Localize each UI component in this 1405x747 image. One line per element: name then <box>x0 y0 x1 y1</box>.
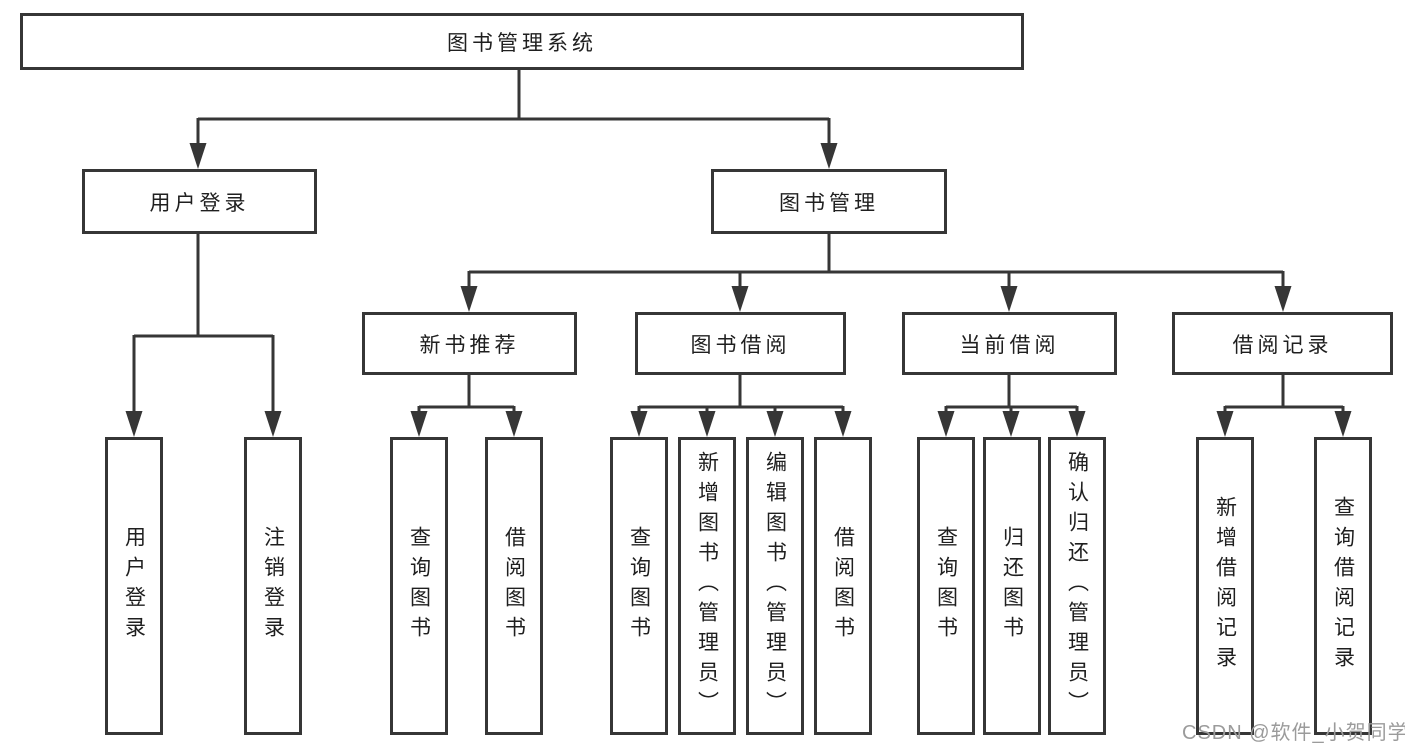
leaf-add-book-admin: 新增图书（管理员） <box>678 437 736 735</box>
csdn-watermark: CSDN @软件_小贺同学 <box>1182 722 1405 744</box>
leaf-user-login: 用户登录 <box>105 437 163 735</box>
leaf-query-borrow-record: 查询借阅记录 <box>1314 437 1372 735</box>
leaf-logout: 注销登录 <box>244 437 302 735</box>
leaf-label: 借阅图书 <box>502 526 526 646</box>
leaf-label: 归还图书 <box>1000 526 1024 646</box>
leaf-label: 新增图书（管理员） <box>695 451 719 721</box>
node-label: 借阅记录 <box>1232 333 1333 357</box>
node-user-login: 用户登录 <box>82 169 317 234</box>
leaf-edit-book-admin: 编辑图书（管理员） <box>746 437 804 735</box>
node-root-library-system: 图书管理系统 <box>20 13 1024 70</box>
leaf-add-borrow-record: 新增借阅记录 <box>1196 437 1254 735</box>
node-new-book-recommend: 新书推荐 <box>362 312 577 375</box>
node-book-borrow: 图书借阅 <box>635 312 846 375</box>
leaf-label: 查询借阅记录 <box>1331 496 1355 676</box>
leaf-borrow-books-borrow: 借阅图书 <box>814 437 872 735</box>
leaf-label: 查询图书 <box>934 526 958 646</box>
node-label: 图书借阅 <box>690 333 791 357</box>
node-label: 图书管理系统 <box>447 31 597 55</box>
leaf-label: 注销登录 <box>261 526 285 646</box>
leaf-label: 查询图书 <box>627 526 651 646</box>
leaf-borrow-books-recommend: 借阅图书 <box>485 437 543 735</box>
node-current-borrow: 当前借阅 <box>902 312 1117 375</box>
leaf-query-books-current: 查询图书 <box>917 437 975 735</box>
node-label: 图书管理 <box>779 191 879 215</box>
node-book-management: 图书管理 <box>711 169 947 234</box>
leaf-label: 借阅图书 <box>831 526 855 646</box>
leaf-label: 新增借阅记录 <box>1213 496 1237 676</box>
node-borrow-records: 借阅记录 <box>1172 312 1393 375</box>
leaf-confirm-return-admin: 确认归还（管理员） <box>1048 437 1106 735</box>
leaf-label: 查询图书 <box>407 526 431 646</box>
node-label: 当前借阅 <box>959 333 1060 357</box>
leaf-label: 编辑图书（管理员） <box>763 451 787 721</box>
node-label: 新书推荐 <box>419 333 520 357</box>
node-label: 用户登录 <box>149 191 250 215</box>
leaf-return-books: 归还图书 <box>983 437 1041 735</box>
leaf-query-books-recommend: 查询图书 <box>390 437 448 735</box>
leaf-label: 确认归还（管理员） <box>1065 451 1089 721</box>
leaf-label: 用户登录 <box>122 526 146 646</box>
arrowhead-icons <box>125 143 1352 437</box>
leaf-query-books-borrow: 查询图书 <box>610 437 668 735</box>
